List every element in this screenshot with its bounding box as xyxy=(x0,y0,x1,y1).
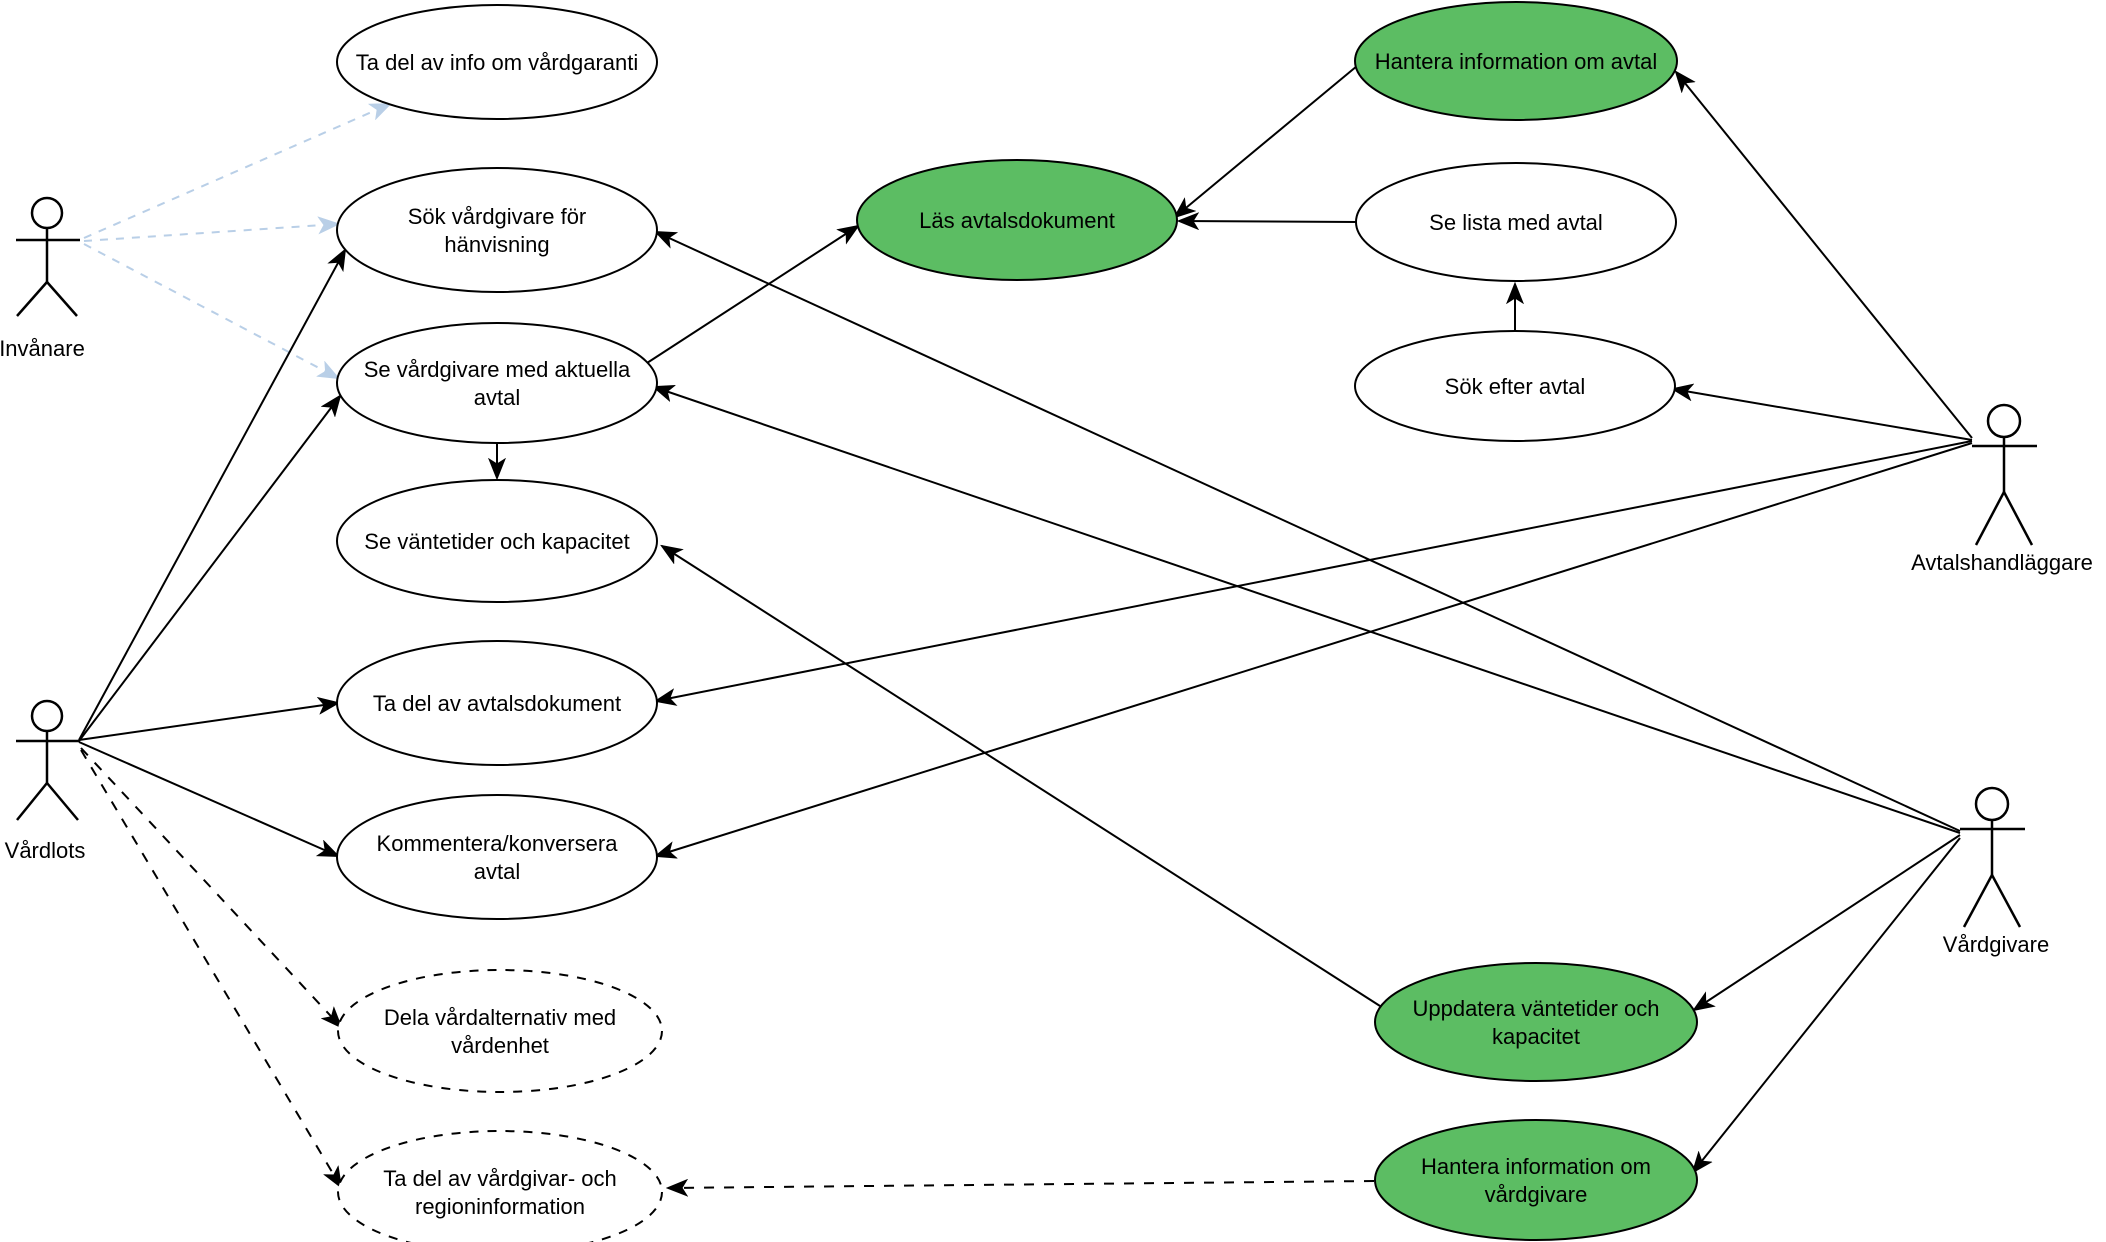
edge-vardlots-to-sok-vardgivare-hanvisning[interactable] xyxy=(78,250,345,741)
use-case-label: Ta del av vårdgivar- och xyxy=(383,1166,617,1191)
use-case-ta-del-vardgivar-regioninformation[interactable]: Ta del av vårdgivar- och regioninformati… xyxy=(337,1130,663,1242)
use-case-label: Se lista med avtal xyxy=(1429,210,1603,235)
use-case-hantera-information-vardgivare[interactable]: Hantera information om vårdgivare xyxy=(1374,1119,1698,1241)
edge-vardlots-to-dela-vardalternativ[interactable] xyxy=(80,747,341,1027)
use-case-ta-del-info-vardgaranti[interactable]: Ta del av info om vårdgaranti xyxy=(336,4,658,120)
use-case-kommentera-konversera-avtal[interactable]: Kommentera/konversera avtal xyxy=(336,794,658,920)
edge-vardgivare-to-sok-vardgivare-hanvisning[interactable] xyxy=(656,232,1961,832)
use-case-label: Läs avtalsdokument xyxy=(919,208,1115,233)
use-case-label: avtal xyxy=(474,385,520,410)
actor-leg-left xyxy=(1962,874,1994,928)
actors-layer: Invånare Vårdlots Avtalshandläggare Vård… xyxy=(0,196,2093,957)
edge-avtalshandlaggare-to-sok-efter-avtal[interactable] xyxy=(1673,389,1973,441)
actor-head xyxy=(1986,403,2022,439)
use-case-label: Kommentera/konversera xyxy=(377,831,619,856)
edge-vardlots-to-ta-del-vardgivarinformation[interactable] xyxy=(80,749,341,1187)
use-cases-layer: Ta del av info om vårdgaranti Sök vårdgi… xyxy=(336,1,1698,1242)
actor-leg-right xyxy=(46,782,79,821)
edge-vardlots-to-ta-del-avtalsdokument[interactable] xyxy=(78,703,338,741)
actor-head xyxy=(30,196,64,230)
use-case-label: vårdgivare xyxy=(1485,1182,1588,1207)
use-case-se-vantetider-kapacitet[interactable]: Se väntetider och kapacitet xyxy=(336,479,658,603)
use-case-label: Uppdatera väntetider och xyxy=(1412,996,1659,1021)
edge-vardgivare-to-se-vardgivare-aktuella-avtal[interactable] xyxy=(654,387,1961,834)
use-case-label: kapacitet xyxy=(1492,1024,1580,1049)
edges-layer xyxy=(78,65,1973,1188)
actor-invanare[interactable]: Invånare xyxy=(0,196,85,361)
actor-leg-right xyxy=(1990,874,2022,928)
actor-leg-right xyxy=(2002,491,2034,546)
use-case-label: Hantera information om avtal xyxy=(1375,49,1657,74)
use-case-label: vårdenhet xyxy=(451,1033,549,1058)
edge-avtalshandlaggare-to-hantera-information-avtal[interactable] xyxy=(1676,72,1973,439)
use-case-label: regioninformation xyxy=(415,1194,585,1219)
use-case-label: Hantera information om xyxy=(1421,1154,1651,1179)
edge-avtalshandlaggare-to-kommentera-konversera-avtal[interactable] xyxy=(656,442,1973,856)
use-case-dela-vardalternativ-vardenhet[interactable]: Dela vårdalternativ med vårdenhet xyxy=(337,969,663,1093)
use-case-label: Se vårdgivare med aktuella xyxy=(364,357,631,382)
actor-label-avtalshandlaggare: Avtalshandläggare xyxy=(1911,550,2093,575)
actor-head xyxy=(30,699,64,733)
use-case-uppdatera-vantetider-kapacitet[interactable]: Uppdatera väntetider och kapacitet xyxy=(1374,962,1698,1082)
use-case-label: Sök vårdgivare för xyxy=(408,204,587,229)
use-case-sok-efter-avtal[interactable]: Sök efter avtal xyxy=(1354,330,1676,442)
edge-vardgivare-to-hantera-information-vardgivare[interactable] xyxy=(1693,837,1961,1172)
actor-vardgivare[interactable]: Vårdgivare xyxy=(1943,786,2049,957)
actor-leg-right xyxy=(46,281,78,317)
use-case-label: Ta del av info om vårdgaranti xyxy=(356,50,639,75)
actor-label-vardlots: Vårdlots xyxy=(5,838,86,863)
use-case-label: Se väntetider och kapacitet xyxy=(364,529,629,554)
use-case-label: avtal xyxy=(474,859,520,884)
use-case-label: hänvisning xyxy=(444,232,549,257)
actor-avtalshandlaggare[interactable]: Avtalshandläggare xyxy=(1911,403,2093,575)
actor-label-vardgivare: Vårdgivare xyxy=(1943,932,2049,957)
actor-leg-left xyxy=(1974,491,2006,546)
use-case-hantera-information-avtal[interactable]: Hantera information om avtal xyxy=(1354,1,1678,121)
use-case-ta-del-avtalsdokument[interactable]: Ta del av avtalsdokument xyxy=(336,640,658,766)
use-case-se-lista-med-avtal[interactable]: Se lista med avtal xyxy=(1355,162,1677,282)
edge-se-lista-med-avtal-to-las-avtalsdokument[interactable] xyxy=(1179,221,1358,222)
use-case-sok-vardgivare-hanvisning[interactable]: Sök vårdgivare för hänvisning xyxy=(336,167,658,293)
use-case-se-vardgivare-aktuella-avtal[interactable]: Se vårdgivare med aktuella avtal xyxy=(336,322,658,444)
use-case-label: Ta del av avtalsdokument xyxy=(373,691,621,716)
edge-vardlots-to-kommentera-konversera-avtal[interactable] xyxy=(78,741,338,856)
use-case-label: Sök efter avtal xyxy=(1445,374,1586,399)
actor-vardlots[interactable]: Vårdlots xyxy=(5,699,86,863)
edge-invanare-to-se-vardgivare-aktuella-avtal[interactable] xyxy=(83,243,338,378)
edge-vardgivare-to-uppdatera-vantetider[interactable] xyxy=(1694,834,1961,1010)
edge-uppdatera-vantetider-to-se-vantetider[interactable] xyxy=(662,546,1381,1007)
edge-avtalshandlaggare-to-ta-del-avtalsdokument[interactable] xyxy=(656,440,1973,701)
edge-hantera-information-avtal-to-las-avtalsdokument[interactable] xyxy=(1175,65,1358,217)
actor-head xyxy=(1974,786,2010,822)
actor-label-invanare: Invånare xyxy=(0,336,85,361)
edge-invanare-to-sok-vardgivare-hanvisning[interactable] xyxy=(83,224,338,242)
actor-leg-left xyxy=(16,281,48,317)
edge-vardlots-to-se-vardgivare-aktuella-avtal[interactable] xyxy=(78,396,340,742)
use-case-label: Dela vårdalternativ med xyxy=(384,1005,616,1030)
edge-invanare-to-ta-del-info-vardgaranti[interactable] xyxy=(83,104,390,239)
edge-se-vardgivare-aktuella-avtal-to-las-avtalsdokument[interactable] xyxy=(646,226,858,364)
use-case-las-avtalsdokument[interactable]: Läs avtalsdokument xyxy=(856,159,1178,281)
actor-leg-left xyxy=(16,782,48,821)
edge-hantera-information-vardgivare-to-ta-del-vardgivarinformation[interactable] xyxy=(668,1181,1375,1188)
